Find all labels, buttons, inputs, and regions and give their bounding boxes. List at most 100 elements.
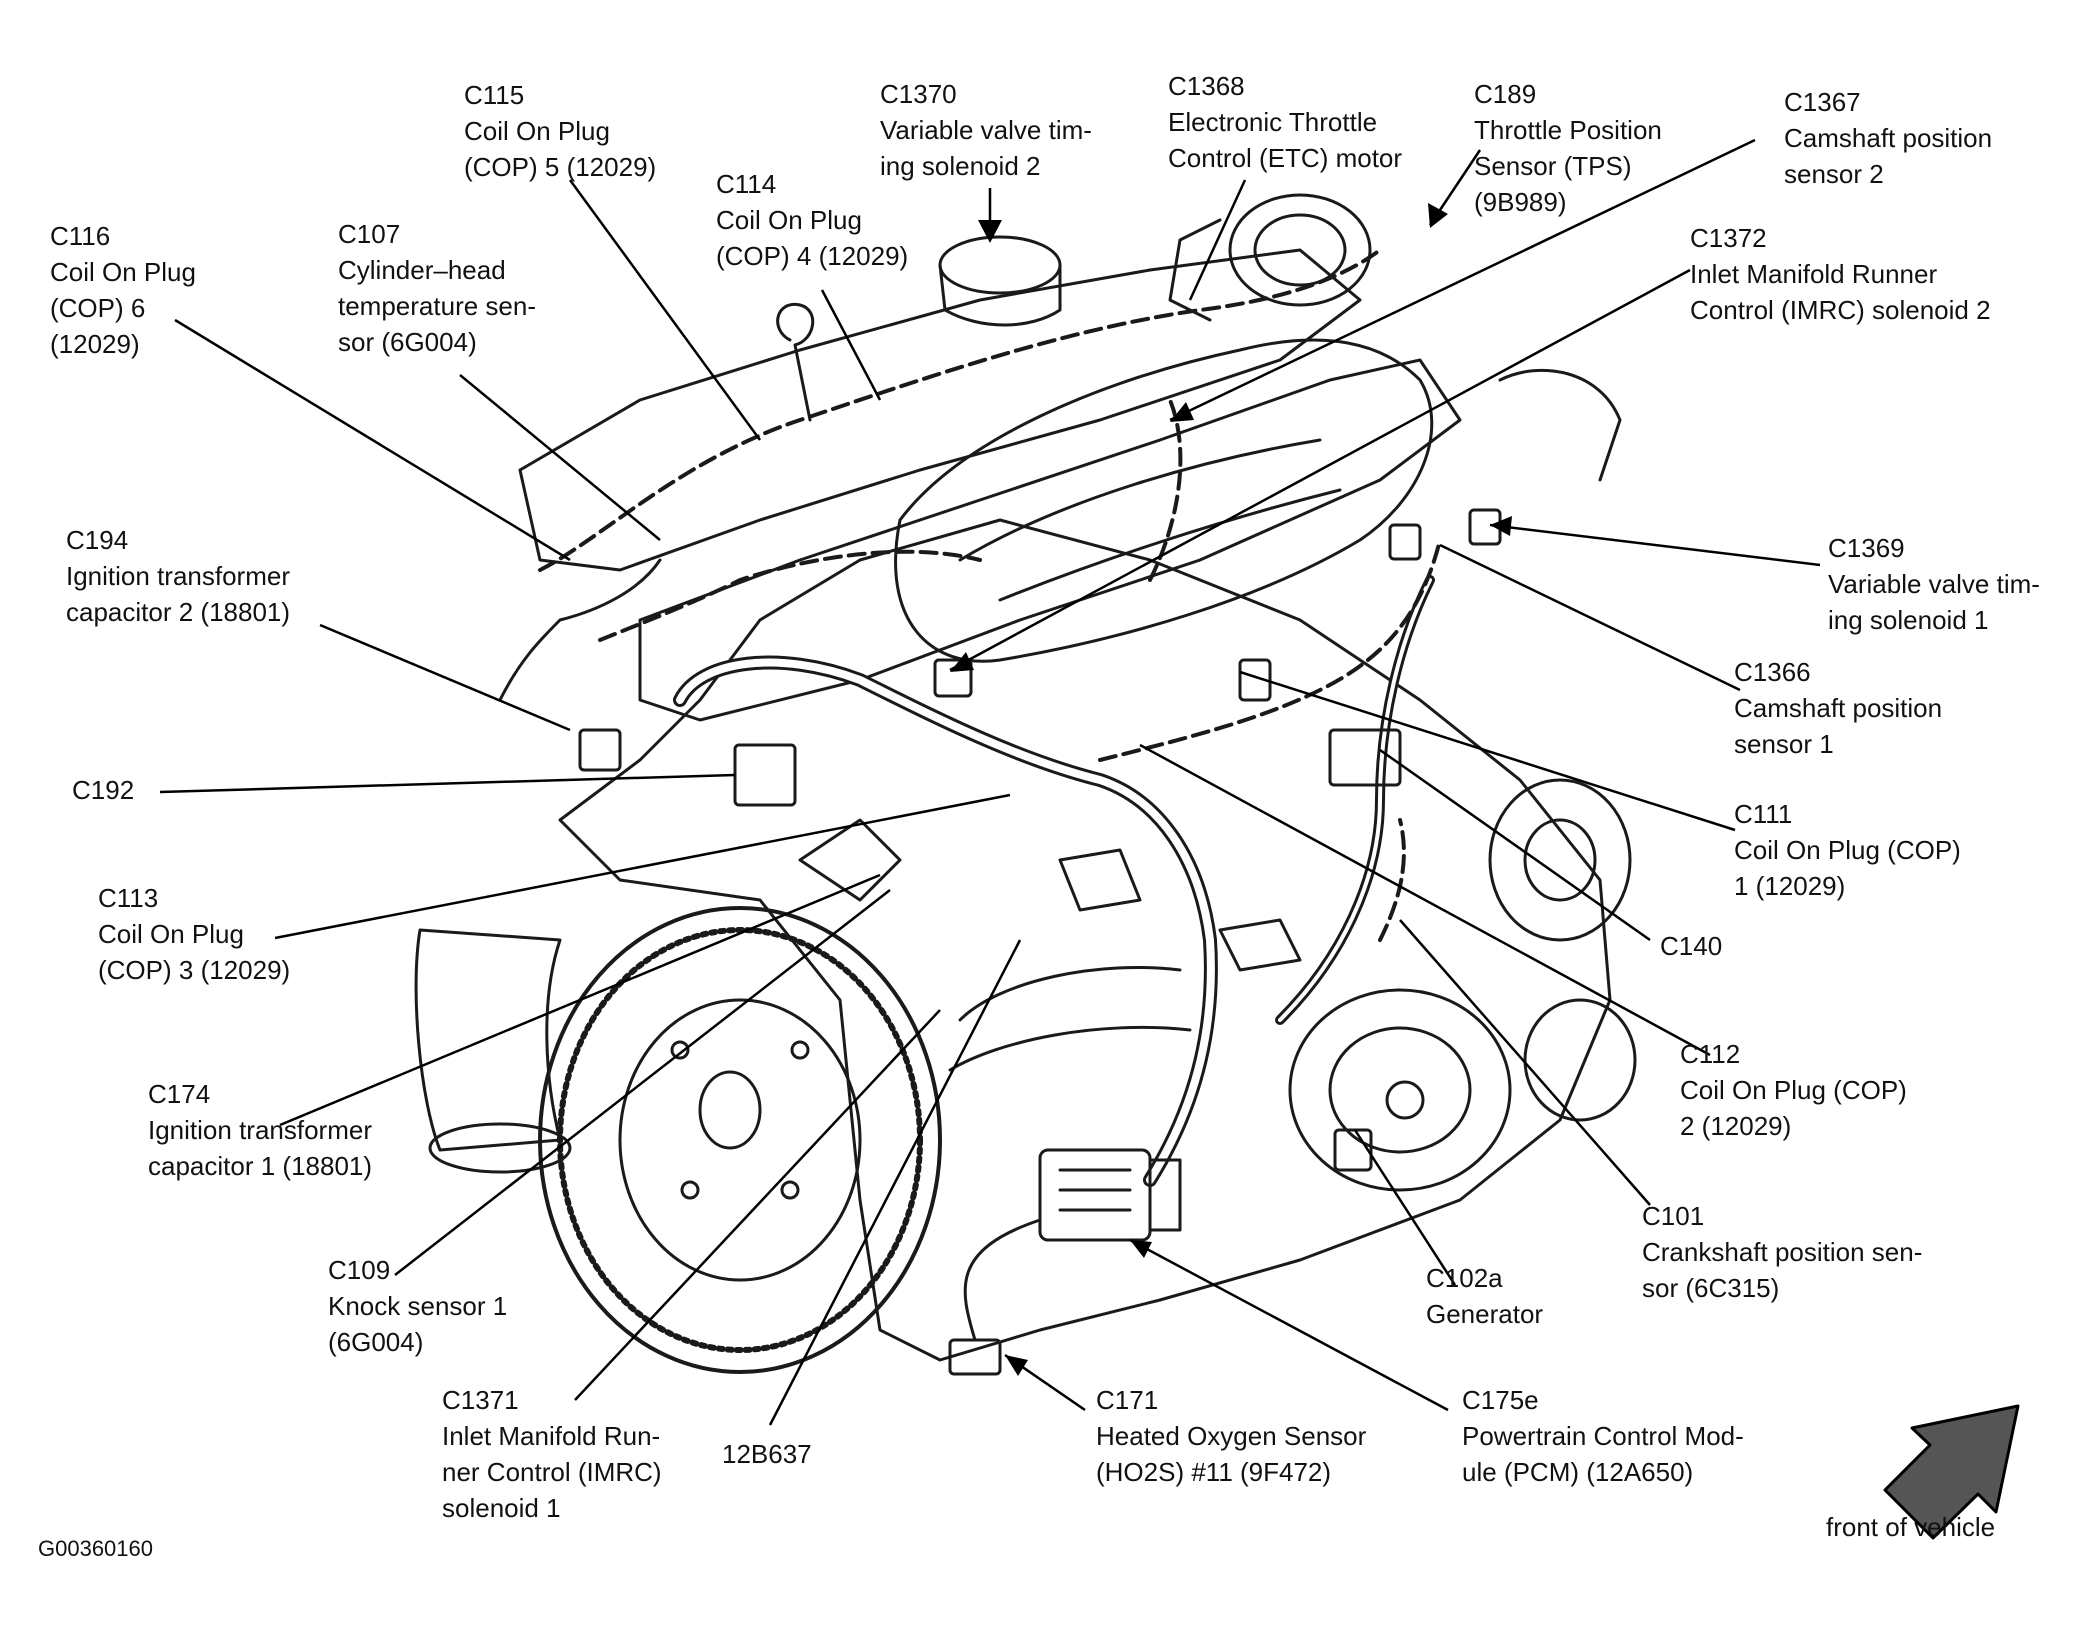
- callout-description: (6G004): [328, 1327, 424, 1357]
- front-of-vehicle-label: front of vehicle: [1826, 1512, 1996, 1542]
- callout-description: 2 (12029): [1680, 1111, 1792, 1141]
- valve-cover-front: [638, 358, 1462, 722]
- pulley: [1488, 778, 1632, 942]
- callout-description: Electronic Throttle: [1168, 107, 1378, 137]
- callout-code: C113: [98, 883, 159, 913]
- callout-code: C101: [1642, 1201, 1705, 1231]
- callout-description: ule (PCM) (12A650): [1462, 1457, 1694, 1487]
- callout-description: Coil On Plug: [98, 919, 244, 949]
- callout-description: sensor 1: [1734, 729, 1834, 759]
- callout-description: Cylinder–head: [338, 255, 506, 285]
- callout-description: Heated Oxygen Sensor: [1096, 1421, 1367, 1451]
- callout-description: Coil On Plug: [50, 257, 196, 287]
- callout-description: capacitor 1 (18801): [148, 1151, 373, 1181]
- callout-description: (12029): [50, 329, 140, 359]
- figure-id: G00360160: [38, 1536, 153, 1561]
- callout-code: C114: [716, 169, 777, 199]
- valve-cover-rear: [518, 248, 1362, 572]
- callout-description: (HO2S) #11 (9F472): [1096, 1457, 1332, 1487]
- callout-description: (9B989): [1474, 187, 1567, 217]
- engine-block: [558, 518, 1612, 1362]
- callout-code: C1366: [1734, 657, 1811, 687]
- callout-code: C1369: [1828, 533, 1905, 563]
- callout-description: Crankshaft position sen-: [1642, 1237, 1923, 1267]
- callout-code: C1370: [880, 79, 957, 109]
- c140-connector: [1328, 728, 1402, 787]
- callout-c192: C192: [72, 772, 134, 808]
- callout-description: Sensor (TPS): [1474, 151, 1632, 181]
- front-of-vehicle-arrow: [1883, 1404, 2020, 1540]
- callout-description: (COP) 5 (12029): [464, 152, 657, 182]
- callout-code: C107: [338, 219, 401, 249]
- throttle-body: [1168, 193, 1372, 322]
- callout-code: C194: [66, 525, 129, 555]
- callout-description: Coil On Plug: [716, 205, 862, 235]
- callout-description: sor (6G004): [338, 327, 477, 357]
- callout-description: Inlet Manifold Runner: [1690, 259, 1938, 289]
- callout-description: Throttle Position: [1474, 115, 1662, 145]
- callout-description: (COP) 4 (12029): [716, 241, 909, 271]
- callout-description: ing solenoid 1: [1828, 605, 1989, 635]
- callout-code: C109: [328, 1255, 391, 1285]
- callout-code: 12B637: [722, 1439, 812, 1469]
- callout-description: Camshaft position: [1784, 123, 1993, 153]
- callout-code: C112: [1680, 1039, 1741, 1069]
- callout-c140: C140: [1660, 928, 1722, 964]
- callout-code: C111: [1734, 799, 1793, 829]
- callout-code: C1372: [1690, 223, 1767, 253]
- callout-description: Variable valve tim-: [880, 115, 1092, 145]
- dipstick: [776, 303, 815, 422]
- callout-description: Knock sensor 1: [328, 1291, 508, 1321]
- callout-description: Camshaft position: [1734, 693, 1943, 723]
- intake-tube: [414, 928, 562, 1152]
- callout-description: Ignition transformer: [66, 561, 290, 591]
- callout-code: C116: [50, 221, 111, 251]
- callout-description: (COP) 6: [50, 293, 146, 323]
- callout-description: Control (IMRC) solenoid 2: [1690, 295, 1991, 325]
- generator: [1288, 988, 1512, 1192]
- callout-description: Coil On Plug (COP): [1680, 1075, 1907, 1105]
- callout-code: C102a: [1426, 1263, 1503, 1293]
- callout-description: ner Control (IMRC): [442, 1457, 662, 1487]
- oil-cap: [938, 235, 1062, 327]
- leader-arrows: [950, 203, 1512, 1376]
- callout-description: temperature sen-: [338, 291, 536, 321]
- callout-code: C1368: [1168, 71, 1245, 101]
- callout-description: Coil On Plug (COP): [1734, 835, 1961, 865]
- callout-code: C189: [1474, 79, 1537, 109]
- callout-description: Ignition transformer: [148, 1115, 372, 1145]
- callout-description: Inlet Manifold Run-: [442, 1421, 661, 1451]
- callout-code: C171: [1096, 1385, 1159, 1415]
- callout-description: sor (6C315): [1642, 1273, 1780, 1303]
- callout-description: Variable valve tim-: [1828, 569, 2040, 599]
- callout-code: C1371: [442, 1385, 519, 1415]
- c192-connector: [733, 743, 797, 807]
- callout-description: ing solenoid 2: [880, 151, 1041, 181]
- callout-description: capacitor 2 (18801): [66, 597, 291, 627]
- callout-code: C140: [1660, 931, 1723, 961]
- callout-code: C115: [464, 80, 525, 110]
- callout-description: 1 (12029): [1734, 871, 1846, 901]
- callout-code: C174: [148, 1079, 211, 1109]
- pcm-connector: [1038, 1148, 1182, 1242]
